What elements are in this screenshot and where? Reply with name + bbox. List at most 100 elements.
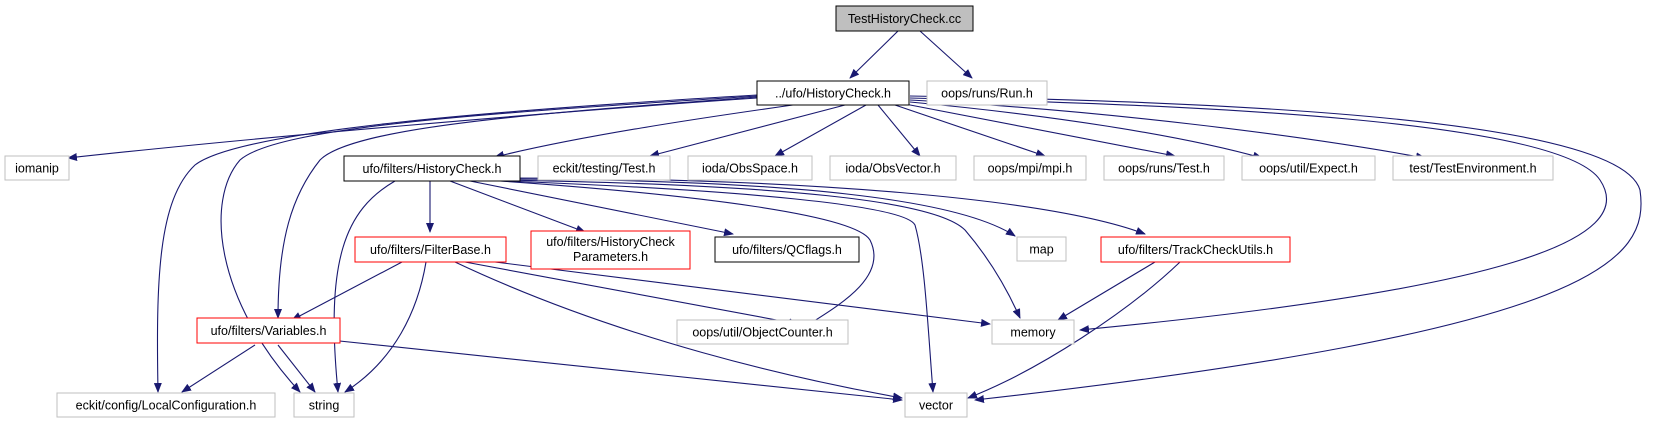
edge-trackcheck-to-memory	[1057, 261, 1156, 321]
node-label: memory	[1010, 326, 1056, 340]
node-oops-util-expect-h[interactable]: oops/util/Expect.h	[1241, 155, 1376, 181]
node-iomanip[interactable]: iomanip	[4, 155, 70, 181]
edge-variables-to-string	[277, 344, 316, 393]
node-box	[56, 392, 276, 418]
node-test-history-check-cc[interactable]: TestHistoryCheck.cc	[835, 5, 974, 32]
node-oops-runs-run-h[interactable]: oops/runs/Run.h	[926, 80, 1048, 106]
node-ufo-filters-qcflags-h[interactable]: ufo/filters/QCflags.h	[714, 236, 860, 263]
edge-filterbase-to-string	[344, 261, 427, 393]
node-box	[354, 236, 507, 263]
node-label: oops/runs/Test.h	[1118, 162, 1210, 176]
node-box	[835, 5, 974, 32]
node-box	[1016, 236, 1067, 262]
edge-ufo-history-to-obsspace	[774, 104, 867, 157]
node-label: ufo/filters/HistoryCheck.h	[363, 162, 502, 176]
node-box	[1103, 155, 1225, 181]
edge-ufo-history-to-obsvector	[877, 104, 921, 157]
node-label: map	[1029, 243, 1053, 257]
node-ioda-obsspace-h[interactable]: ioda/ObsSpace.h	[687, 155, 813, 181]
node-box	[714, 236, 860, 263]
edge-filters-history-to-vector	[504, 180, 937, 393]
edge-filters-history-to-trackcheck	[504, 177, 1146, 235]
edge-filters-history-to-string	[333, 180, 396, 393]
node-box	[829, 155, 957, 181]
edge-root-to-oops-run	[919, 30, 973, 79]
edge-ufo-history-to-testenv	[909, 99, 1426, 161]
nodes: TestHistoryCheck.cc ../ufo/HistoryCheck.…	[4, 5, 1554, 418]
node-box	[991, 319, 1075, 345]
node-label: oops/mpi/mpi.h	[988, 162, 1073, 176]
edge-ufo-history-to-expect	[909, 101, 1263, 160]
node-label: ufo/filters/TrackCheckUtils.h	[1118, 243, 1273, 257]
node-vector[interactable]: vector	[904, 392, 968, 418]
edge-ufo-history-to-oops-test	[904, 103, 1176, 159]
edge-ufo-history-to-localconfig	[153, 94, 758, 393]
node-eckit-testing-test-h[interactable]: eckit/testing/Test.h	[537, 155, 671, 181]
node-box	[756, 80, 910, 106]
node-label: ../ufo/HistoryCheck.h	[775, 87, 891, 101]
node-box	[1100, 236, 1291, 263]
node-label-line-2: Parameters.h	[573, 250, 648, 264]
edge-variables-to-vector	[329, 339, 903, 404]
node-label-line-1: ufo/filters/HistoryCheck	[546, 235, 675, 249]
edge-root-to-ufo-history	[849, 30, 899, 79]
node-label: string	[309, 399, 340, 413]
node-box	[196, 317, 341, 344]
edge-trackcheck-to-vector	[967, 261, 1181, 399]
node-box	[293, 392, 355, 418]
node-label: eckit/config/LocalConfiguration.h	[76, 399, 257, 413]
node-oops-runs-test-h[interactable]: oops/runs/Test.h	[1103, 155, 1225, 181]
edge-ufo-history-to-string	[220, 95, 758, 393]
node-string[interactable]: string	[293, 392, 355, 418]
node-label: ioda/ObsVector.h	[845, 162, 940, 176]
node-ufo-filters-history-check-parameters-h[interactable]: ufo/filters/HistoryCheck Parameters.h	[530, 230, 691, 270]
node-box	[530, 230, 691, 270]
node-ufo-filters-history-check-h[interactable]: ufo/filters/HistoryCheck.h	[343, 155, 521, 182]
node-box	[537, 155, 671, 181]
node-label: oops/util/ObjectCounter.h	[692, 326, 832, 340]
edge-filterbase-to-vector	[454, 261, 903, 401]
node-label: eckit/testing/Test.h	[553, 162, 656, 176]
node-label: ufo/filters/FilterBase.h	[370, 243, 491, 257]
node-ufo-filters-track-check-utils-h[interactable]: ufo/filters/TrackCheckUtils.h	[1100, 236, 1291, 263]
node-oops-mpi-mpi-h[interactable]: oops/mpi/mpi.h	[973, 155, 1087, 181]
node-box	[4, 155, 70, 181]
node-box	[343, 155, 521, 182]
edge-filterbase-to-variables	[291, 261, 403, 321]
node-memory[interactable]: memory	[991, 319, 1075, 345]
node-label: vector	[919, 399, 953, 413]
node-oops-util-object-counter-h[interactable]: oops/util/ObjectCounter.h	[676, 319, 849, 345]
node-box	[1241, 155, 1376, 181]
edge-filterbase-to-objcounter	[464, 261, 799, 327]
node-eckit-config-local-configuration-h[interactable]: eckit/config/LocalConfiguration.h	[56, 392, 276, 418]
edge-filters-history-to-memory	[504, 179, 1021, 319]
node-box	[1392, 155, 1554, 181]
node-label: ufo/filters/QCflags.h	[732, 243, 842, 257]
node-box	[676, 319, 849, 345]
edge-variables-to-localconfig	[181, 344, 256, 393]
edge-filters-history-to-map	[504, 178, 1016, 237]
node-box	[687, 155, 813, 181]
node-ufo-filters-variables-h[interactable]: ufo/filters/Variables.h	[196, 317, 341, 344]
edge-ufo-history-to-vector	[909, 95, 1642, 403]
node-box	[973, 155, 1087, 181]
edge-ufo-history-to-filters-history	[494, 103, 801, 159]
node-label: test/TestEnvironment.h	[1409, 162, 1536, 176]
node-ufo-history-check-h[interactable]: ../ufo/HistoryCheck.h	[756, 80, 910, 106]
node-box	[904, 392, 968, 418]
node-test-test-environment-h[interactable]: test/TestEnvironment.h	[1392, 155, 1554, 181]
node-box	[926, 80, 1048, 106]
edge-filters-history-to-params	[449, 180, 586, 233]
edge-ufo-history-to-variables	[274, 96, 758, 319]
node-label: ufo/filters/Variables.h	[211, 324, 327, 338]
node-ioda-obsvector-h[interactable]: ioda/ObsVector.h	[829, 155, 957, 181]
edge-ufo-history-to-memory	[909, 97, 1608, 334]
edge-filters-history-to-objcounter	[499, 180, 875, 331]
edge-filterbase-to-memory	[494, 261, 991, 327]
node-map[interactable]: map	[1016, 236, 1067, 262]
edge-ufo-history-to-eckit-test	[649, 104, 846, 158]
edge-filters-history-to-qcflags	[469, 180, 734, 237]
node-label: TestHistoryCheck.cc	[848, 12, 961, 26]
node-ufo-filters-filter-base-h[interactable]: ufo/filters/FilterBase.h	[354, 236, 507, 263]
